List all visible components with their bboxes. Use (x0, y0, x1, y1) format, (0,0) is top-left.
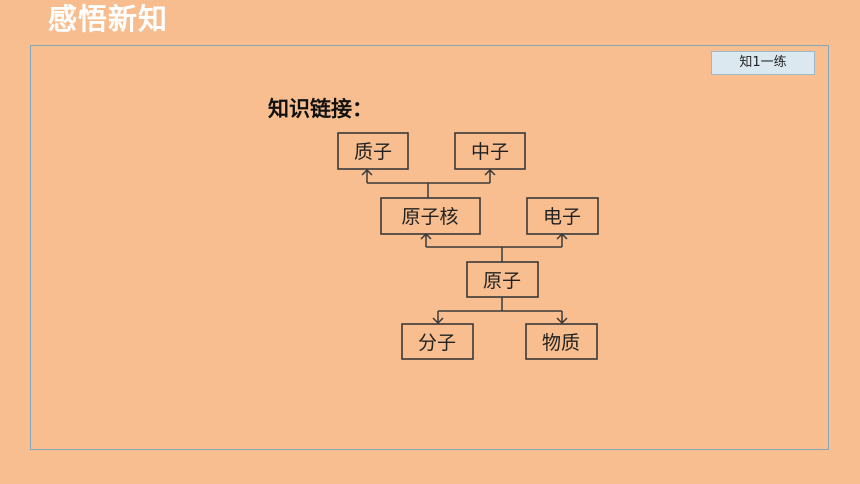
node-matter: 物质 (525, 323, 598, 360)
connector-atom-to-parts (420, 232, 568, 262)
slide-title: 感悟新知 (48, 2, 169, 36)
node-neutron-label: 中子 (471, 141, 509, 163)
connector-nucleus-to-particles (361, 168, 496, 198)
node-proton: 质子 (337, 132, 409, 170)
node-nucleus: 原子核 (380, 197, 481, 235)
node-atom: 原子 (466, 261, 539, 298)
exercise-badge[interactable]: 知1一练 (711, 51, 815, 75)
node-neutron: 中子 (454, 132, 526, 170)
node-electron: 电子 (526, 197, 599, 235)
node-proton-label: 质子 (354, 141, 392, 163)
knowledge-link-heading: 知识链接： (268, 97, 373, 121)
node-matter-label: 物质 (542, 332, 580, 354)
node-atom-label: 原子 (483, 270, 521, 292)
connector-atom-to-substances (432, 297, 568, 325)
node-electron-label: 电子 (543, 206, 581, 228)
content-panel (30, 45, 829, 450)
node-molecule-label: 分子 (418, 332, 456, 354)
node-nucleus-label: 原子核 (401, 206, 458, 228)
node-molecule: 分子 (401, 323, 474, 360)
